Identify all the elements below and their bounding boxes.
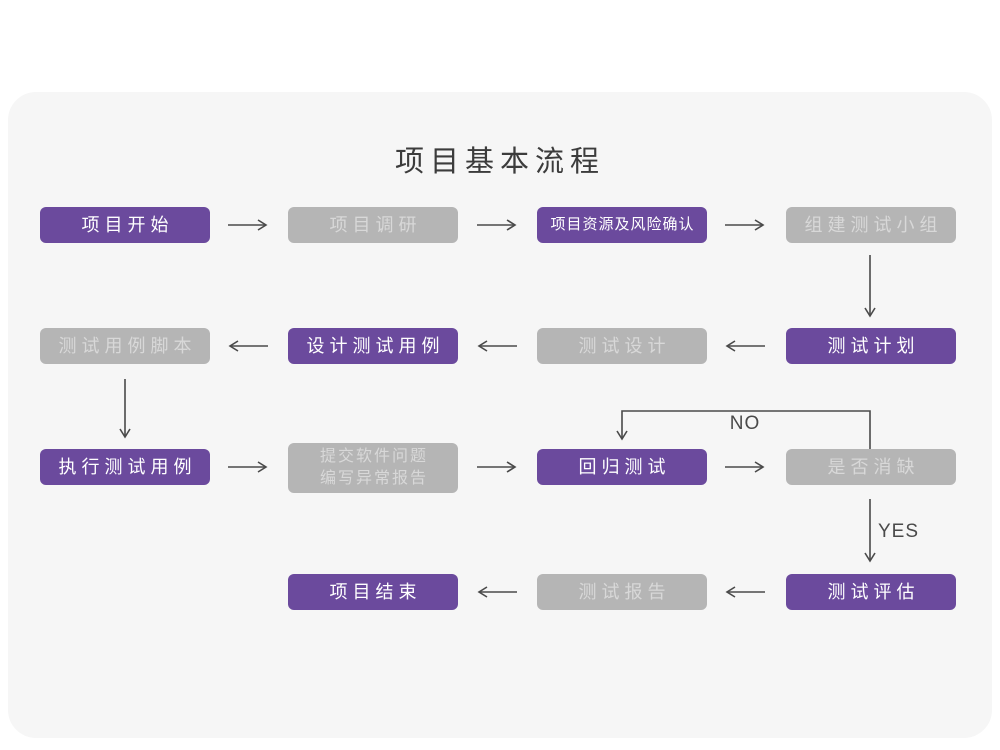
node-label: 设计测试用例 [306,336,445,356]
node-submit-issue-report: 提交软件问题 编写异常报告 [288,443,458,493]
node-label: 提交软件问题 编写异常报告 [319,448,428,487]
node-label: 回归测试 [578,457,671,477]
node-project-research: 项目调研 [288,207,458,243]
node-label: 项目开始 [81,215,174,235]
flowchart-card [8,92,992,738]
node-build-test-team: 组建测试小组 [786,207,956,243]
node-design-test-case: 设计测试用例 [288,328,458,364]
edge-label-no: NO [729,413,761,434]
node-label: 项目调研 [329,215,422,235]
node-resource-risk: 项目资源及风险确认 [537,207,707,243]
node-label: 测试设计 [578,336,671,356]
node-project-end: 项目结束 [288,574,458,610]
node-label: 组建测试小组 [804,215,943,235]
node-defect-cleared: 是否消缺 [786,449,956,485]
node-test-plan: 测试计划 [786,328,956,364]
node-label: 测试评估 [827,582,920,602]
node-test-design: 测试设计 [537,328,707,364]
node-label: 项目资源及风险确认 [550,216,695,233]
node-label: 测试用例脚本 [58,336,197,356]
node-label: 测试报告 [578,582,671,602]
node-test-evaluation: 测试评估 [786,574,956,610]
node-label: 是否消缺 [827,457,920,477]
page-title: 项目基本流程 [394,146,605,178]
edge-label-yes: YES [878,521,920,542]
node-label: 项目结束 [329,582,422,602]
node-project-start: 项目开始 [40,207,210,243]
node-test-case-script: 测试用例脚本 [40,328,210,364]
node-test-report: 测试报告 [537,574,707,610]
node-label: 测试计划 [827,336,920,356]
node-execute-test-case: 执行测试用例 [40,449,210,485]
node-label: 执行测试用例 [58,457,197,477]
node-regression-test: 回归测试 [537,449,707,485]
